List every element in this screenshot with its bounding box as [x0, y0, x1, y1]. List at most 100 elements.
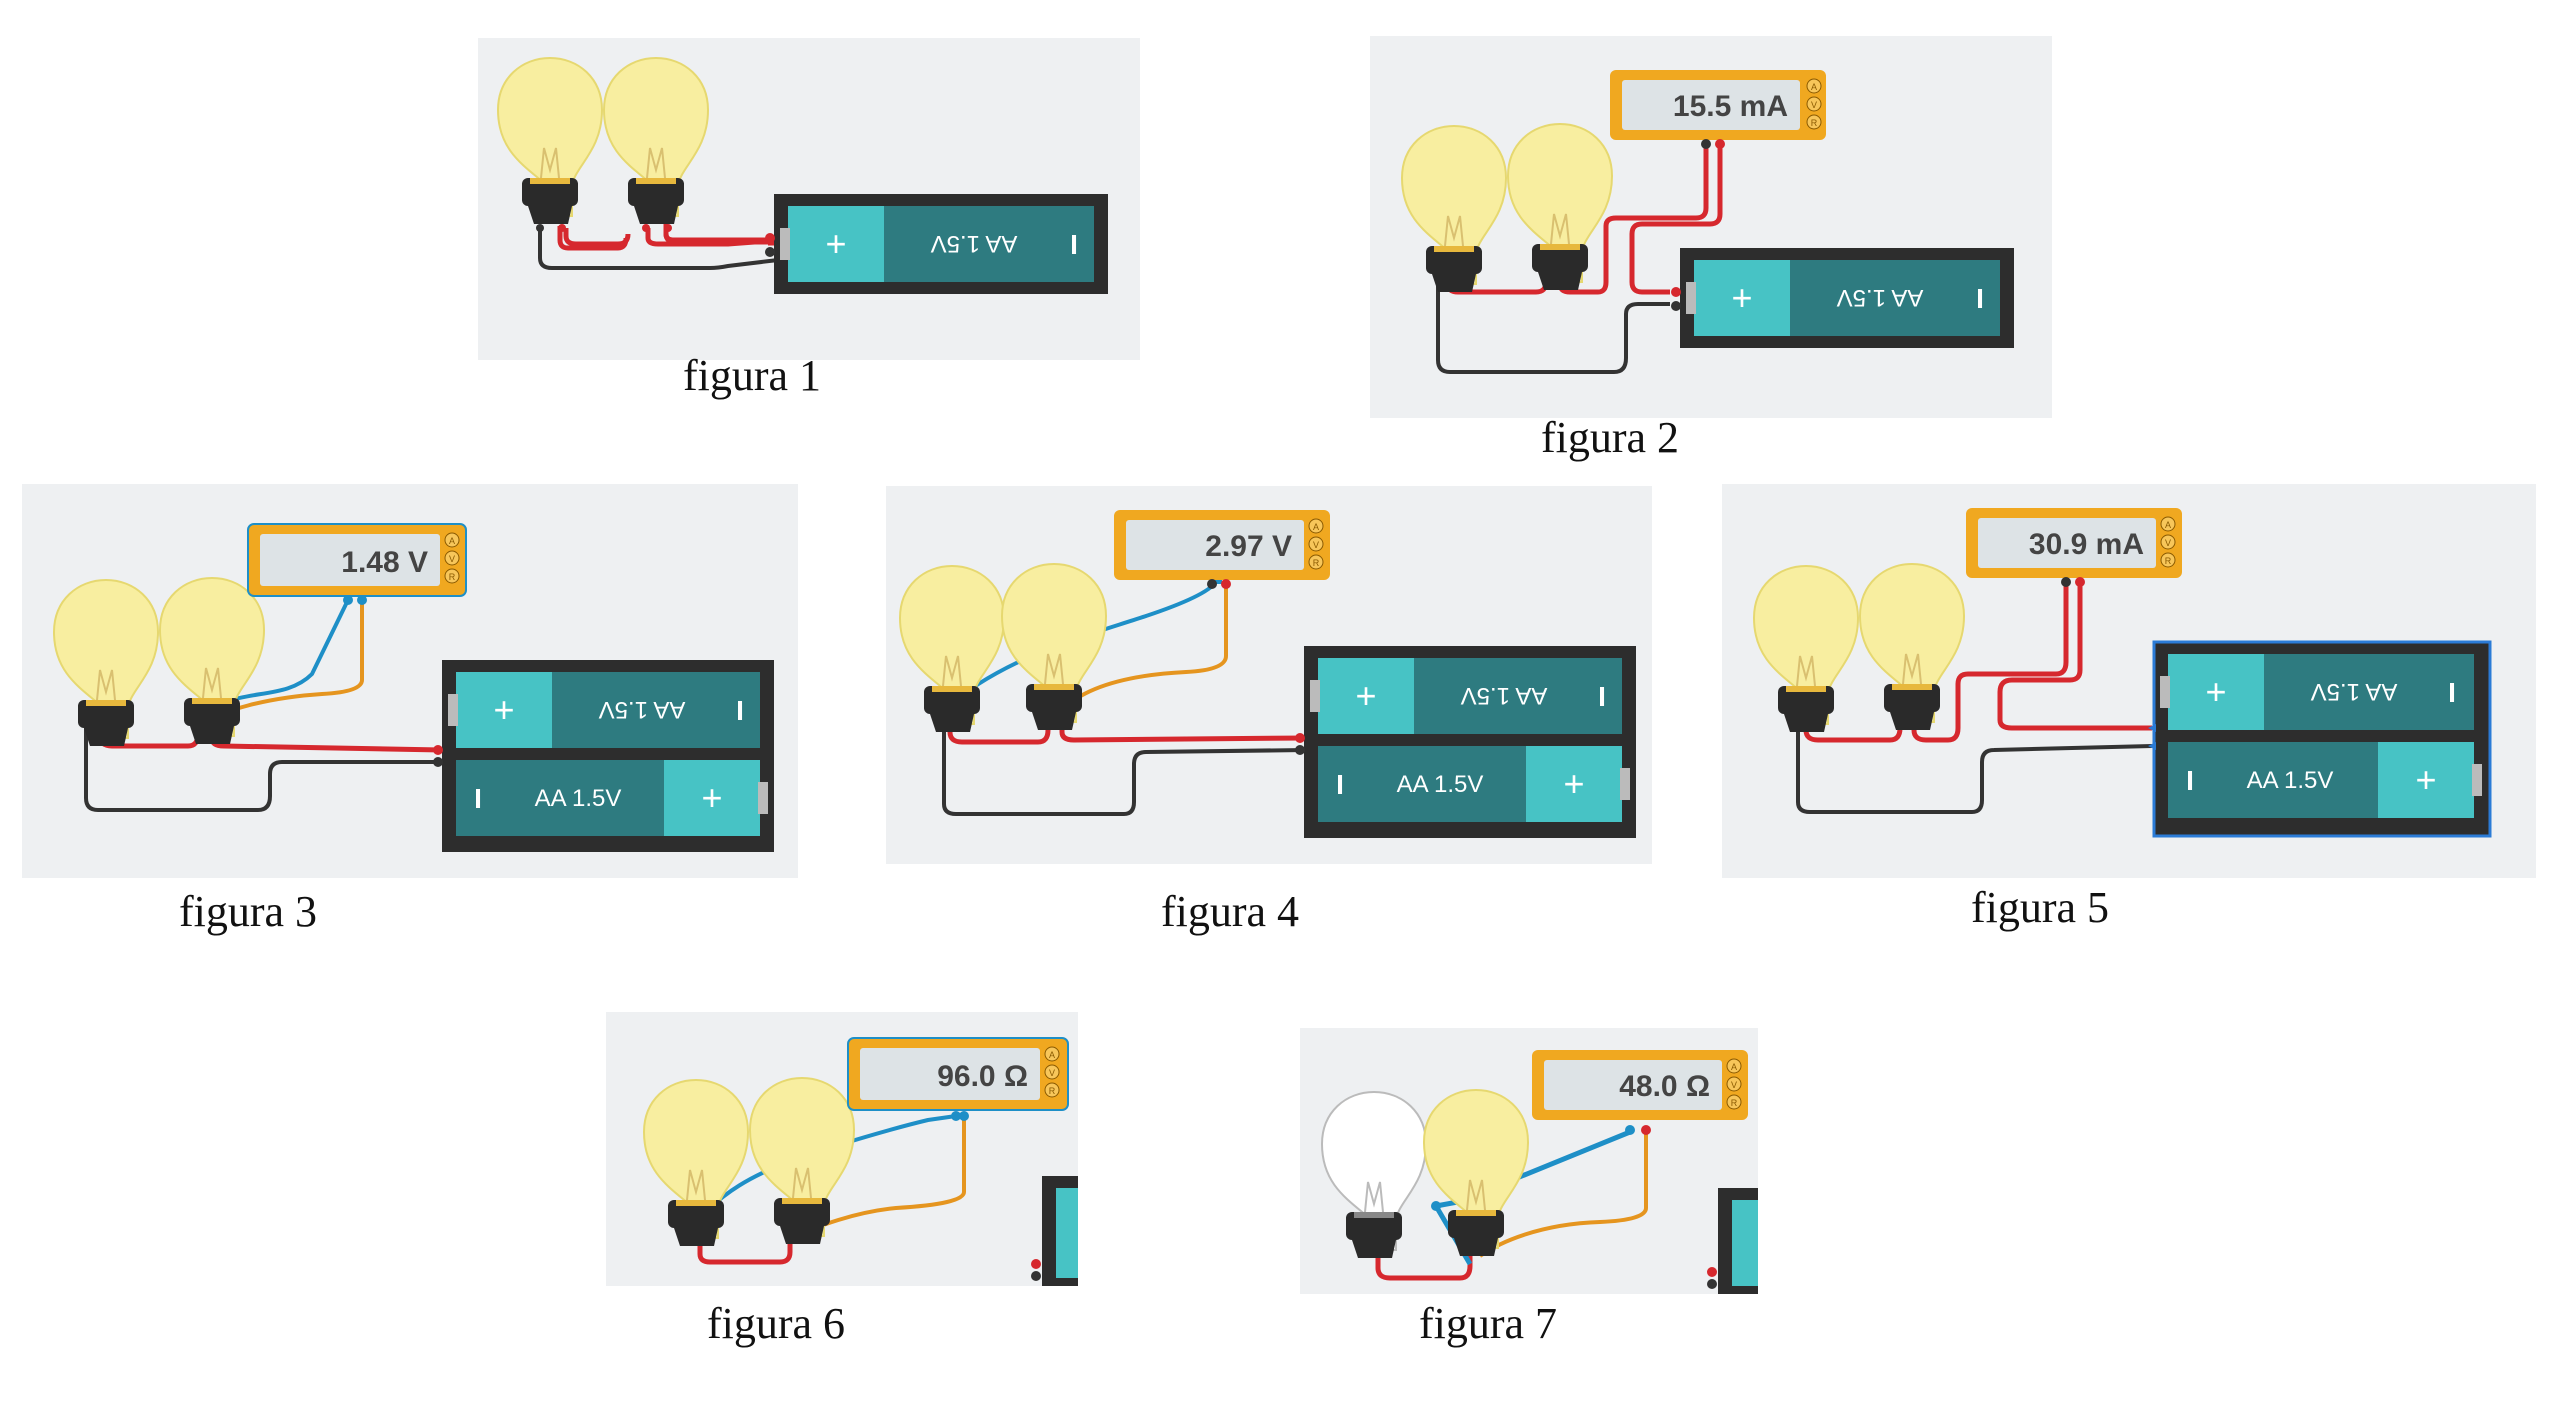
mode-r: R — [1049, 1086, 1056, 1096]
battery-plus-label: + — [1731, 277, 1752, 318]
wire-red — [1557, 146, 1709, 295]
wire-black — [538, 228, 809, 270]
figure-5-panel: 30.9 mA A V R + AA 1.5V I I AA 1.5V + — [1722, 484, 2536, 878]
mode-v: V — [1313, 540, 1319, 550]
bulb-1 — [496, 56, 604, 232]
mode-v: V — [1731, 1080, 1737, 1090]
probe-point — [1431, 1201, 1441, 1211]
battery-holder-partial — [1707, 1188, 1758, 1294]
multimeter: 30.9 mA A V R — [1966, 508, 2182, 587]
mode-a: A — [1811, 82, 1817, 92]
mode-v: V — [1811, 100, 1817, 110]
battery-minus-label: I — [2448, 677, 2456, 708]
wire-red — [209, 720, 443, 753]
bulb-2 — [1506, 122, 1614, 290]
bulb-2 — [1000, 562, 1108, 730]
wire-black — [1436, 268, 1670, 374]
multimeter: 1.48 V A V R — [247, 523, 467, 605]
battery-holder: + AA 1.5V I — [1671, 248, 2014, 348]
battery-plus-label: + — [1355, 675, 1376, 716]
battery-label: AA 1.5V — [2311, 678, 2398, 705]
figure-7-circuit: 48.0 Ω A V R — [1320, 1050, 1758, 1294]
multimeter: 2.97 V A V R — [1114, 510, 1330, 589]
wire-red-bulb-link — [573, 224, 626, 240]
battery-plus-label: + — [825, 223, 846, 264]
battery-plus-label: + — [1563, 763, 1584, 804]
wire-red-mainline — [645, 228, 809, 247]
mode-a: A — [1731, 1062, 1737, 1072]
battery-holder: + AA 1.5V I — [765, 194, 1108, 294]
figure-5-caption: figura 5 — [1970, 883, 2110, 932]
bulb-2 — [748, 1076, 856, 1244]
wire-red — [947, 712, 1051, 745]
battery-minus-label: I — [1976, 283, 1984, 314]
figure-1-panel: + AA 1.5V I — [478, 38, 1140, 360]
multimeter: 15.5 mA A V R — [1610, 70, 1826, 149]
meter-reading: 96.0 Ω — [937, 1060, 1028, 1093]
meter-reading: 15.5 mA — [1673, 90, 1788, 123]
wire-red — [1629, 146, 1723, 295]
meter-reading: 30.9 mA — [2029, 528, 2144, 561]
mode-r: R — [2165, 556, 2172, 566]
bulb-on — [1422, 1088, 1530, 1256]
battery-minus-label: I — [1070, 229, 1078, 260]
figure-1-circuit: + AA 1.5V I — [496, 56, 1108, 294]
figure-3-circuit: 1.48 V A V R + AA 1.5V I I AA 1.5V + — [52, 523, 774, 852]
battery-plus-label: + — [2415, 759, 2436, 800]
figure-3-caption: figura 3 — [178, 887, 318, 936]
battery-holder-double: + AA 1.5V I I AA 1.5V + — [2148, 640, 2492, 838]
wire-orange — [1478, 1132, 1648, 1258]
figure-4-caption: figura 4 — [1160, 887, 1300, 936]
battery-label: AA 1.5V — [1461, 682, 1548, 709]
wire-red — [1059, 714, 1307, 743]
battery-label: AA 1.5V — [1837, 284, 1924, 311]
wire-red — [1997, 582, 2152, 731]
figure-2-circuit: 15.5 mA A V R + AA 1.5V I — [1400, 70, 2014, 374]
meter-reading: 48.0 Ω — [1619, 1070, 1710, 1103]
wire-black — [84, 722, 442, 812]
wire-red — [1911, 582, 2069, 743]
mode-v: V — [2165, 538, 2171, 548]
mode-v: V — [449, 554, 455, 564]
battery-label: AA 1.5V — [535, 785, 622, 812]
battery-label: AA 1.5V — [2247, 767, 2334, 794]
figure-2-panel: 15.5 mA A V R + AA 1.5V I — [1370, 36, 2052, 418]
multimeter: 96.0 Ω A V R — [847, 1037, 1069, 1121]
wire-red — [1803, 710, 1903, 743]
bulb-2 — [158, 576, 266, 744]
battery-plus-label: + — [2205, 671, 2226, 712]
bulb-1 — [642, 1078, 750, 1246]
battery-minus-label: I — [2186, 765, 2194, 796]
battery-label: AA 1.5V — [931, 230, 1018, 257]
bulb-1 — [898, 564, 1006, 732]
bulb-1 — [1400, 124, 1508, 292]
wire-black — [1796, 714, 2153, 814]
mode-v: V — [1049, 1068, 1055, 1078]
figure-6-circuit: 96.0 Ω A V R — [642, 1037, 1078, 1286]
battery-minus-label: I — [1336, 769, 1344, 800]
mode-r: R — [1731, 1098, 1738, 1108]
figure-7-panel: 48.0 Ω A V R — [1300, 1028, 1758, 1294]
mode-r: R — [1811, 118, 1818, 128]
figure-3-panel: 1.48 V A V R + AA 1.5V I I AA 1.5V + — [22, 484, 798, 878]
bulb-2 — [1858, 562, 1966, 730]
figure-6-panel: 96.0 Ω A V R — [606, 1012, 1078, 1286]
meter-reading: 1.48 V — [341, 546, 428, 579]
battery-holder-double: + AA 1.5V I I AA 1.5V + — [433, 660, 774, 852]
mode-r: R — [1313, 558, 1320, 568]
mode-a: A — [2165, 520, 2171, 530]
mode-r: R — [449, 572, 456, 582]
bulb-1 — [1752, 564, 1860, 732]
bulb-off — [1320, 1090, 1428, 1258]
battery-holder-double: + AA 1.5V I I AA 1.5V + — [1295, 646, 1636, 838]
figure-6-caption: figura 6 — [706, 1299, 846, 1348]
battery-minus-label: I — [736, 695, 744, 726]
wire-blue — [944, 580, 1222, 710]
mode-a: A — [449, 536, 455, 546]
figure-7-caption: figura 7 — [1418, 1299, 1558, 1348]
figure-1-caption: figura 1 — [682, 351, 822, 400]
bulb-1 — [52, 578, 160, 746]
multimeter: 48.0 Ω A V R — [1532, 1050, 1748, 1135]
battery-label: AA 1.5V — [599, 696, 686, 723]
battery-plus-label: + — [493, 689, 514, 730]
